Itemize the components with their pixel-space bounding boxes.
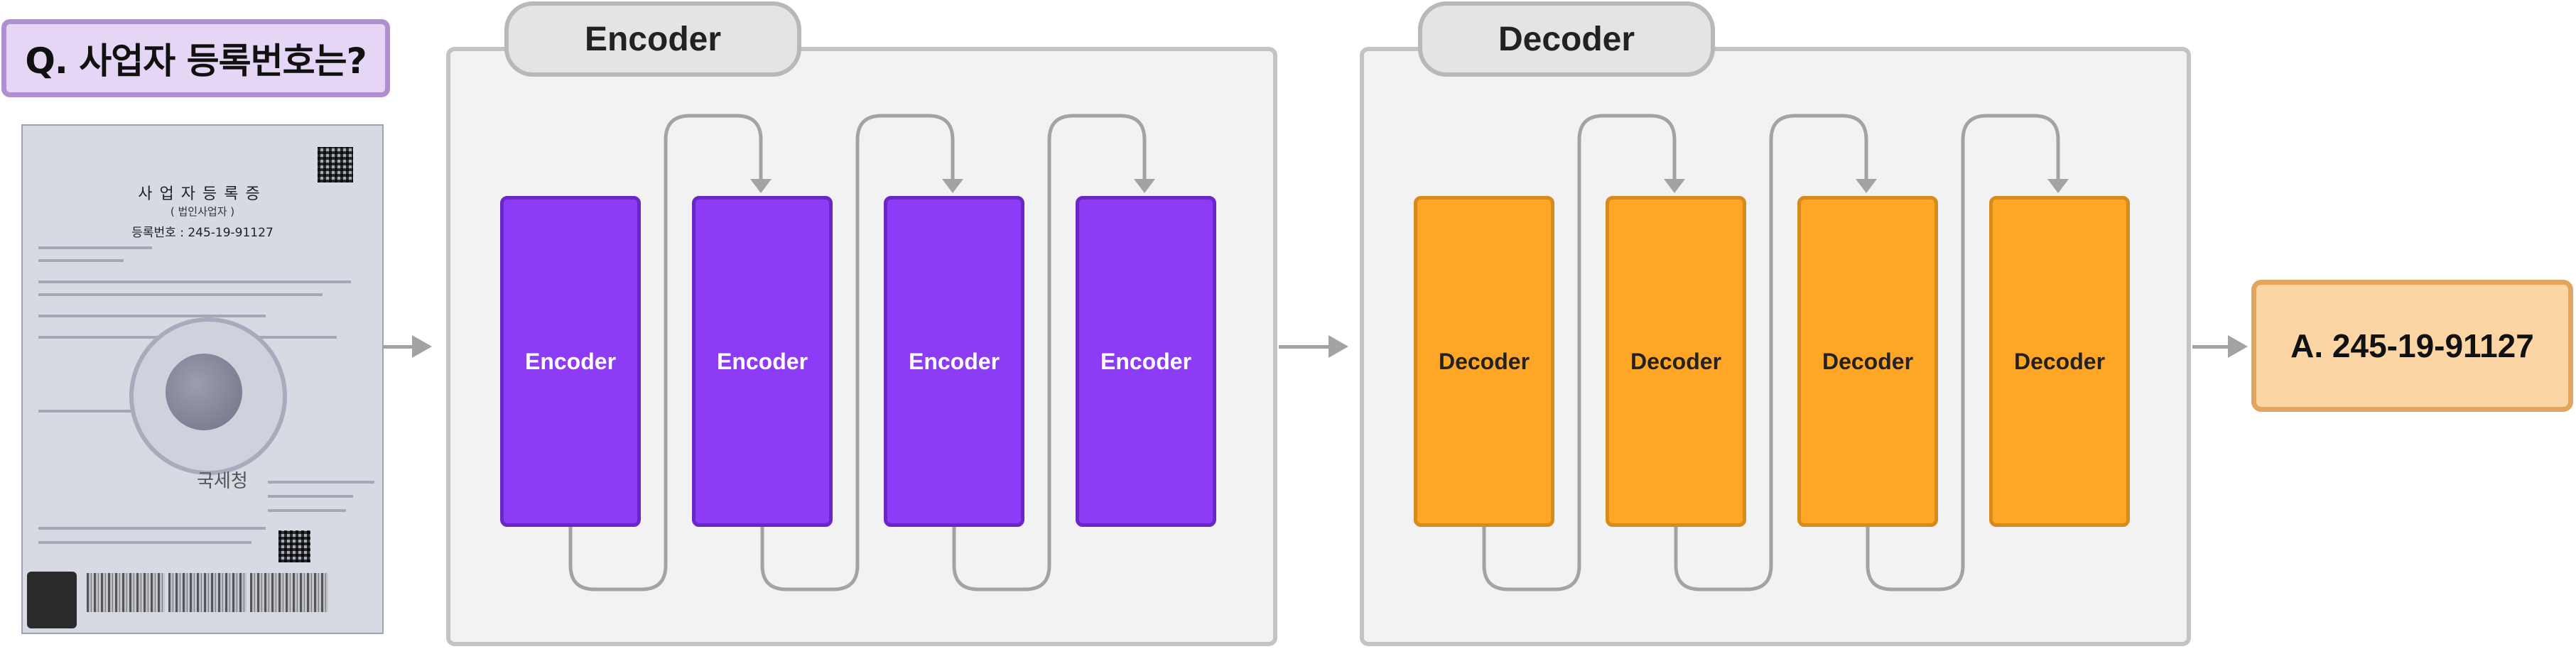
doc-registration-number: 등록번호 : 245-19-91127 <box>131 226 274 240</box>
doc-text-line <box>38 280 351 283</box>
business-registration-document: 사업자등록증 ( 법인사업자 ) 등록번호 : 245-19-91127 국세청 <box>21 124 384 634</box>
connector-arrowhead <box>1134 179 1155 193</box>
connector-arrowhead <box>2047 179 2069 193</box>
flow-arrow-line <box>384 345 412 349</box>
doc-qr-code <box>318 147 353 182</box>
flow-arrow-line <box>2192 345 2228 349</box>
decoder-connector <box>1482 114 1677 591</box>
decoder-block-2: Decoder <box>1606 196 1746 527</box>
doc-text-line <box>38 315 266 317</box>
connector-arrowhead <box>1856 179 1877 193</box>
decoder-block-3: Decoder <box>1797 196 1938 527</box>
taegeuk-icon <box>166 354 242 430</box>
doc-stamp-text: 국세청 <box>197 471 248 492</box>
encoder-block-2: Encoder <box>692 196 833 527</box>
doc-title: 사업자등록증 <box>138 185 267 203</box>
encoder-connector <box>952 114 1147 591</box>
flow-arrow-head <box>1328 335 1348 358</box>
connector-arrowhead <box>750 179 772 193</box>
encoder-connector <box>760 114 955 591</box>
doc-text-line <box>268 481 374 484</box>
decoder-block-1: Decoder <box>1414 196 1554 527</box>
encoder-connector <box>568 114 763 591</box>
doc-subtitle: ( 법인사업자 ) <box>170 205 235 218</box>
connector-arrowhead <box>942 179 963 193</box>
encoder-block-4: Encoder <box>1076 196 1216 527</box>
doc-text-line <box>38 293 323 296</box>
decoder-connector <box>1866 114 2060 591</box>
doc-qr-code <box>278 530 310 562</box>
decoder-connector <box>1674 114 1868 591</box>
doc-barcode <box>250 573 328 612</box>
flow-arrow-head <box>412 335 432 358</box>
doc-text-line <box>38 541 251 544</box>
doc-text-line <box>38 527 266 530</box>
encoder-panel-title: Encoder <box>504 1 801 77</box>
doc-text-line <box>268 495 353 498</box>
doc-seal-emblem <box>129 317 287 475</box>
doc-text-line <box>38 259 124 262</box>
flow-arrow-head <box>2228 335 2248 358</box>
doc-barcode <box>87 573 165 612</box>
question-box: Q. 사업자 등록번호는? <box>1 19 390 97</box>
encoder-block-1: Encoder <box>500 196 641 527</box>
doc-text-line <box>38 410 138 413</box>
doc-text-line <box>38 246 152 249</box>
decoder-block-4: Decoder <box>1989 196 2130 527</box>
answer-box: A. 245-19-91127 <box>2251 280 2573 412</box>
nts-logo-icon <box>27 572 77 628</box>
doc-text-line <box>268 509 346 512</box>
flow-arrow-line <box>1279 345 1328 349</box>
encoder-block-3: Encoder <box>884 196 1024 527</box>
connector-arrowhead <box>1664 179 1685 193</box>
decoder-panel-title: Decoder <box>1418 1 1715 77</box>
doc-barcode <box>168 573 247 612</box>
